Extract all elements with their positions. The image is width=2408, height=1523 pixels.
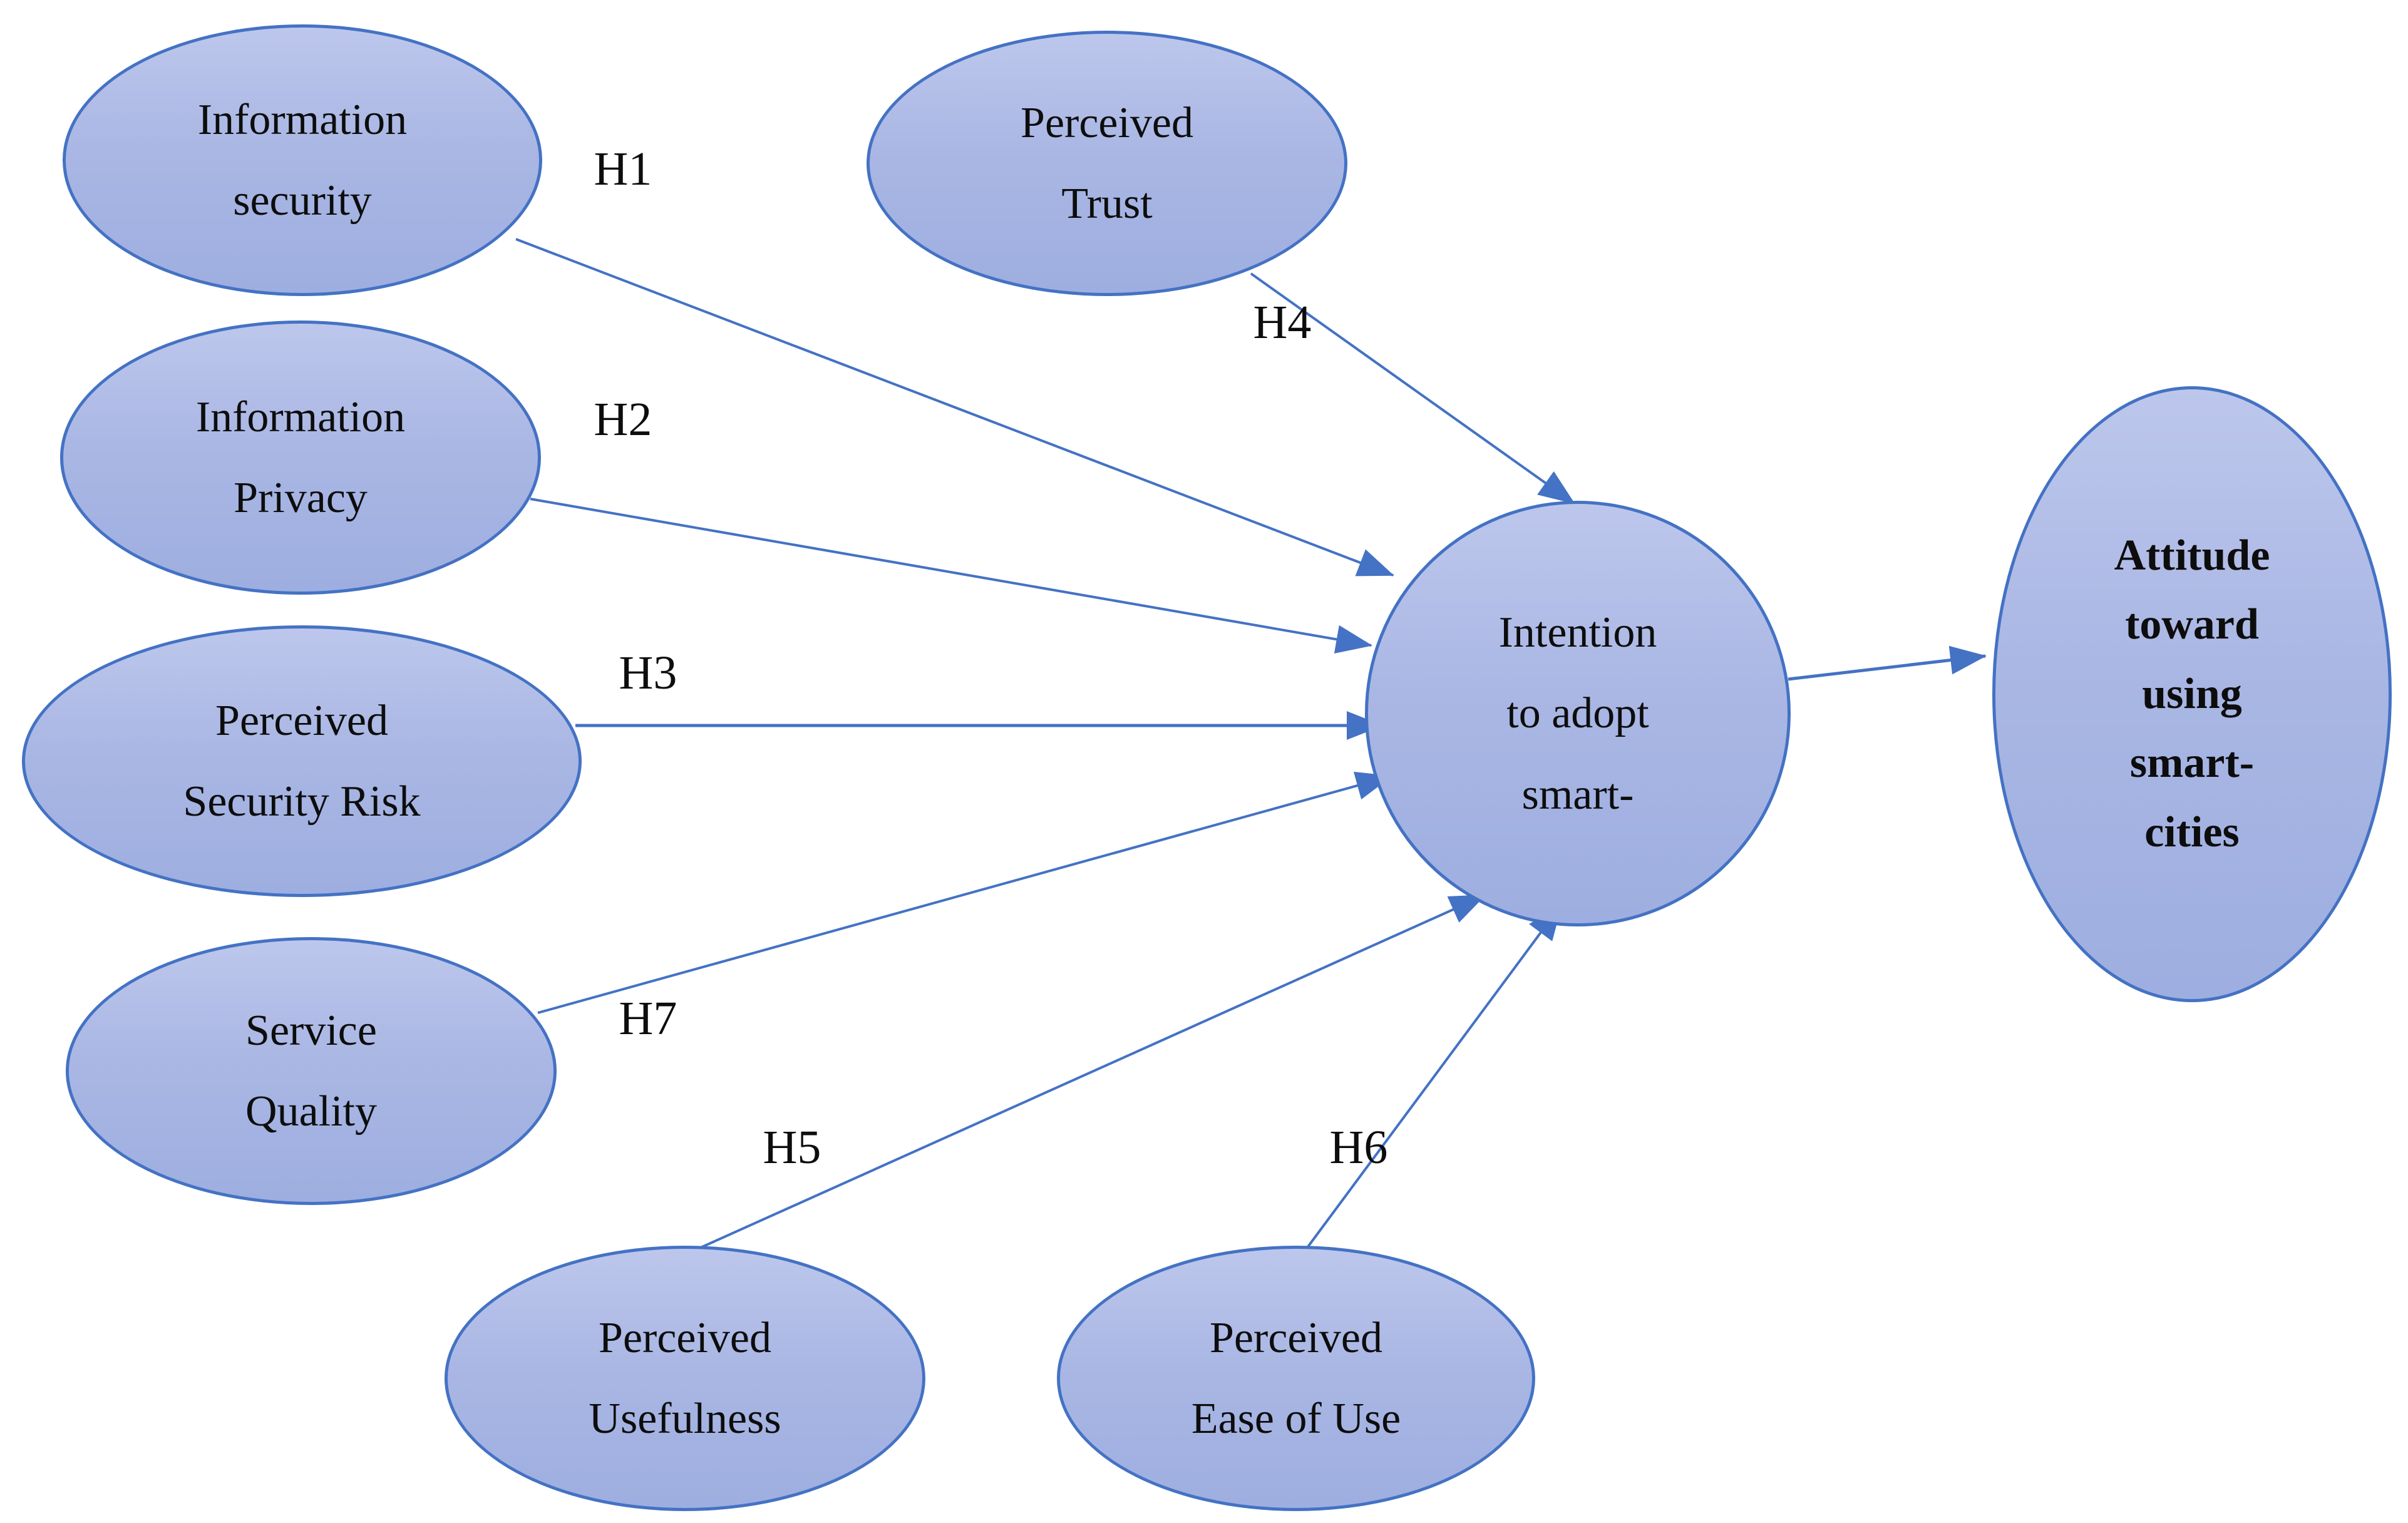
node-perceived-security-risk: Perceived Security Risk	[22, 625, 582, 897]
node-label-line: smart-	[1521, 770, 1634, 819]
edge-h4-line	[1250, 272, 1575, 505]
node-label-line: security	[233, 177, 372, 225]
edge-h1-line	[515, 238, 1394, 577]
edge-label-h7: H7	[619, 992, 677, 1045]
node-perceived-usefulness: Perceived Usefulness	[445, 1246, 925, 1511]
node-label-line: Security Risk	[183, 777, 421, 826]
node-label-line: to adopt	[1506, 689, 1649, 738]
node-label-line: Usefulness	[589, 1395, 781, 1443]
node-service-quality: Service Quality	[66, 937, 557, 1205]
node-label-line: toward	[2125, 600, 2259, 649]
node-intention-to-adopt: Intention to adopt smart-	[1365, 501, 1791, 926]
edge-label-h2: H2	[594, 392, 652, 446]
edge-label-h4: H4	[1253, 295, 1312, 349]
node-label-line: using	[2142, 669, 2242, 718]
edge-label-h6: H6	[1329, 1120, 1388, 1174]
edge-label-h5: H5	[763, 1120, 821, 1174]
node-label-line: Perceived	[1210, 1313, 1382, 1362]
node-label-line: smart-	[2129, 739, 2255, 787]
node-attitude-toward-using-smart-cities: Attitude toward using smart- cities	[1992, 386, 2392, 1002]
node-label-line: Perceived	[599, 1313, 771, 1362]
node-label-line: Service	[245, 1006, 377, 1055]
edge-label-h3: H3	[619, 646, 677, 699]
node-information-security: Information security	[63, 24, 542, 296]
node-label-line: Privacy	[234, 474, 368, 522]
edge-label-h1: H1	[594, 142, 652, 195]
node-label-line: Information	[197, 95, 408, 144]
node-label-line: Attitude	[2114, 531, 2270, 580]
edge-h2-line	[530, 498, 1372, 654]
node-label-line: Information	[195, 392, 406, 441]
node-label-line: Quality	[245, 1087, 377, 1136]
node-label-line: Perceived	[215, 696, 388, 745]
node-label-line: Perceived	[1021, 98, 1193, 147]
node-information-privacy: Information Privacy	[60, 320, 541, 595]
edge-intention-to-attitude-line	[1788, 645, 1987, 681]
node-label-line: Intention	[1498, 608, 1657, 657]
node-label-line: cities	[2144, 808, 2240, 856]
edge-h6-line	[1306, 903, 1563, 1249]
edge-h7-line	[537, 771, 1392, 1014]
edge-h5-line	[700, 894, 1486, 1249]
node-label-line: Ease of Use	[1191, 1395, 1401, 1443]
node-perceived-trust: Perceived Trust	[867, 31, 1347, 296]
node-perceived-ease-of-use: Perceived Ease of Use	[1057, 1246, 1535, 1511]
node-label-line: Trust	[1061, 180, 1153, 228]
